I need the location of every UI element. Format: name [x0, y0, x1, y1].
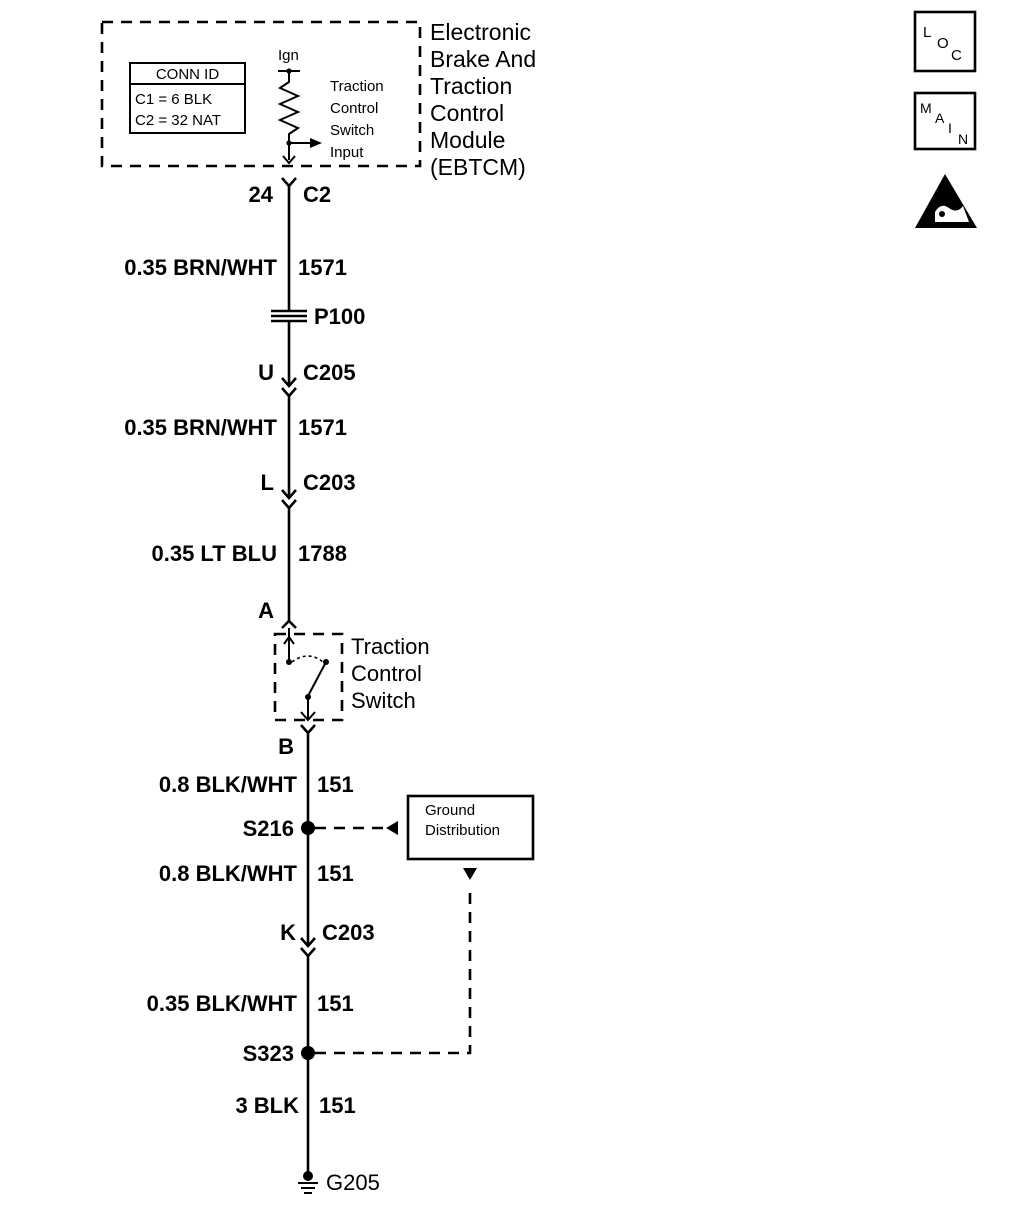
connector-male-symbol — [281, 387, 297, 398]
pass-thru-label: P100 — [314, 304, 365, 329]
main-letter: N — [958, 131, 968, 147]
loc-letter: O — [937, 35, 949, 52]
conn-id-table: CONN ID C1 = 6 BLK C2 = 32 NAT — [129, 62, 246, 134]
conn-id-row: C2 = 32 NAT — [135, 112, 221, 129]
ground-distribution-box: Ground Distribution — [406, 794, 535, 861]
module-name-line: Module — [430, 127, 505, 153]
ground-distribution-line: Distribution — [425, 822, 500, 839]
connector-name: C203 — [322, 920, 375, 945]
wire-gauge-color: 0.8 BLK/WHT — [159, 772, 298, 797]
input-label-line: Switch — [330, 122, 374, 139]
splice-label: S216 — [243, 816, 294, 841]
connector-name: C205 — [303, 360, 356, 385]
module-name-line: (EBTCM) — [430, 154, 526, 180]
main-letter: M — [920, 100, 932, 116]
connector-male-symbol — [281, 499, 297, 510]
switch-name-line: Switch — [351, 688, 416, 713]
conn-id-header: CONN ID — [156, 66, 220, 83]
esd-warning-icon — [915, 174, 977, 228]
wire-gauge-color: 0.8 BLK/WHT — [159, 861, 298, 886]
connector-pin: K — [280, 920, 296, 945]
splice-label: S323 — [243, 1041, 294, 1066]
switch-pin-a: A — [258, 598, 274, 623]
ign-resistor: Ign Traction Control Switch Input — [277, 47, 384, 165]
switch-name-line: Control — [351, 661, 422, 686]
connector-pin: L — [261, 470, 274, 495]
connector-c2-symbol — [281, 177, 297, 188]
module-name-line: Traction — [430, 73, 512, 99]
wire-circuit: 151 — [317, 991, 354, 1016]
switch-name-line: Traction — [351, 634, 430, 659]
module-name-line: Control — [430, 100, 504, 126]
wire-circuit: 151 — [317, 861, 354, 886]
main-icon[interactable]: M A I N — [913, 91, 977, 151]
input-label-line: Control — [330, 100, 378, 117]
wire-gauge-color: 0.35 BRN/WHT — [124, 255, 277, 280]
module-name-line: Brake And — [430, 46, 536, 72]
splice-s216 — [301, 821, 315, 835]
connector-name: C203 — [303, 470, 356, 495]
wire-gauge-color: 0.35 LT BLU — [151, 541, 277, 566]
loc-icon[interactable]: L O C — [913, 10, 977, 73]
traction-control-switch: A Traction Control Switch B — [258, 598, 430, 759]
wire-gauge-color: 0.35 BLK/WHT — [147, 991, 298, 1016]
arrow-down-icon — [463, 868, 477, 880]
wire-circuit: 1571 — [298, 415, 347, 440]
ebtcm-module: Electronic Brake And Traction Control Mo… — [100, 19, 536, 180]
main-letter: I — [948, 120, 952, 136]
ground-distribution-line: Ground — [425, 802, 475, 819]
loc-letter: C — [951, 47, 962, 64]
connector-pin: U — [258, 360, 274, 385]
pass-thru-p100: P100 — [271, 304, 365, 329]
wire-circuit: 151 — [317, 772, 354, 797]
switch-pin-b: B — [278, 734, 294, 759]
ground-label: G205 — [326, 1170, 380, 1195]
wire-gauge-color: 0.35 BRN/WHT — [124, 415, 277, 440]
splice-s323 — [301, 1046, 315, 1060]
module-outline — [100, 20, 422, 168]
module-pin: 24 — [249, 182, 274, 207]
module-connector: C2 — [303, 182, 331, 207]
wire-circuit: 1788 — [298, 541, 347, 566]
arrow-left-icon — [386, 821, 398, 835]
wire-circuit: 151 — [319, 1093, 356, 1118]
module-name-line: Electronic — [430, 19, 531, 45]
ground-g205: G205 — [298, 1170, 380, 1195]
loc-letter: L — [923, 24, 931, 41]
input-arrow-icon — [310, 138, 322, 148]
wire-circuit: 1571 — [298, 255, 347, 280]
input-label-line: Traction — [330, 78, 384, 95]
connector-female-symbol — [281, 489, 297, 500]
connector-female-symbol — [281, 377, 297, 388]
connector-female-symbol — [300, 937, 316, 948]
main-letter: A — [935, 110, 945, 126]
wire-gauge-color: 3 BLK — [235, 1093, 299, 1118]
ground-link-dashed — [315, 885, 472, 1055]
input-label-line: Input — [330, 144, 364, 161]
connector-male-symbol — [300, 947, 316, 958]
ign-label: Ign — [278, 47, 299, 64]
conn-id-row: C1 = 6 BLK — [135, 91, 212, 108]
